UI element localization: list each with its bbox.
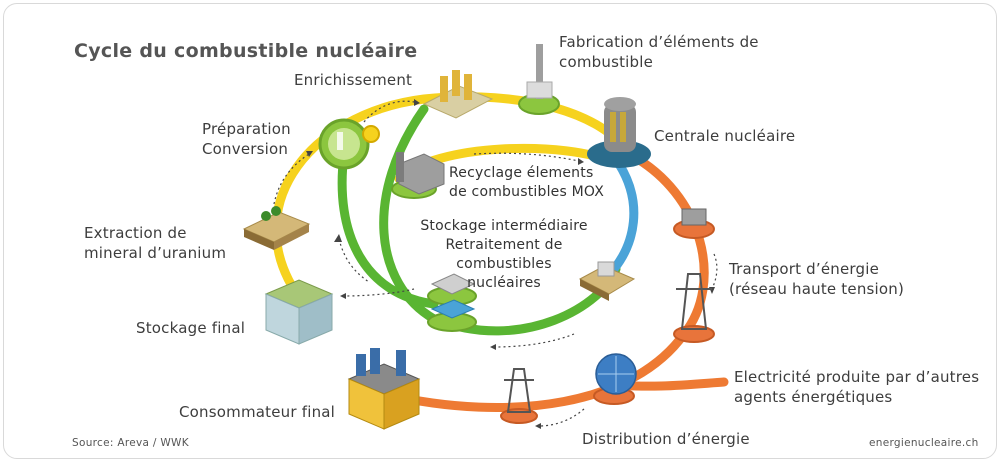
label-centrale: Centrale nucléaire xyxy=(654,127,796,145)
node-stockage-final xyxy=(264,279,334,345)
cycle-path-green-left xyxy=(337,149,439,309)
label-preparation: Préparation Conversion xyxy=(202,120,291,158)
label-consommateur: Consommateur final xyxy=(179,403,336,421)
node-centrale xyxy=(587,97,651,168)
node-fabrication xyxy=(518,44,560,115)
node-enrichissement xyxy=(422,70,494,119)
label-stockage-intermediaire: Stockage intermédiaire Retraitement de c… xyxy=(420,218,588,291)
node-distribution-pylon xyxy=(500,368,538,424)
arrow-extraction-preparation xyxy=(273,153,310,205)
arrow-transport xyxy=(711,253,718,290)
label-electricite: Electricité produite par d’autres agents… xyxy=(734,368,980,406)
node-stockage-intermediaire xyxy=(427,273,477,332)
label-stockage-final: Stockage final xyxy=(136,319,246,337)
site-credit: energienucleaire.ch xyxy=(869,437,979,449)
arrow-stockage-final xyxy=(343,288,415,297)
source-note: Source: Areva / WWK xyxy=(72,437,189,449)
node-extraction xyxy=(242,206,311,250)
node-transport-pylon xyxy=(673,273,715,343)
label-recyclage: Recyclage élements de combustibles MOX xyxy=(449,165,605,200)
label-transport: Transport d’énergie (réseau haute tensio… xyxy=(729,260,905,298)
label-distribution: Distribution d’énergie xyxy=(582,430,750,448)
node-consommateur xyxy=(347,348,421,430)
arrow-preparation-enrichissement xyxy=(363,100,415,123)
node-transport-substation xyxy=(673,208,715,239)
node-electricite-globe xyxy=(593,353,637,405)
label-fabrication: Fabrication d’éléments de combustible xyxy=(559,33,759,71)
node-recyclage xyxy=(391,152,445,199)
node-retraitement xyxy=(578,261,636,301)
arrow-distribution xyxy=(538,408,585,427)
label-extraction: Extraction de mineral d’uranium xyxy=(84,224,227,262)
label-enrichissement: Enrichissement xyxy=(294,71,413,89)
node-preparation xyxy=(318,118,380,170)
cycle-diagram xyxy=(242,44,729,430)
cycle-path-blue xyxy=(609,159,639,274)
arrow-retour xyxy=(493,333,575,348)
diagram-title: Cycle du combustible nucléaire xyxy=(74,40,418,62)
diagram-frame: Cycle du combustible nucléaire Fabricati… xyxy=(3,3,997,459)
